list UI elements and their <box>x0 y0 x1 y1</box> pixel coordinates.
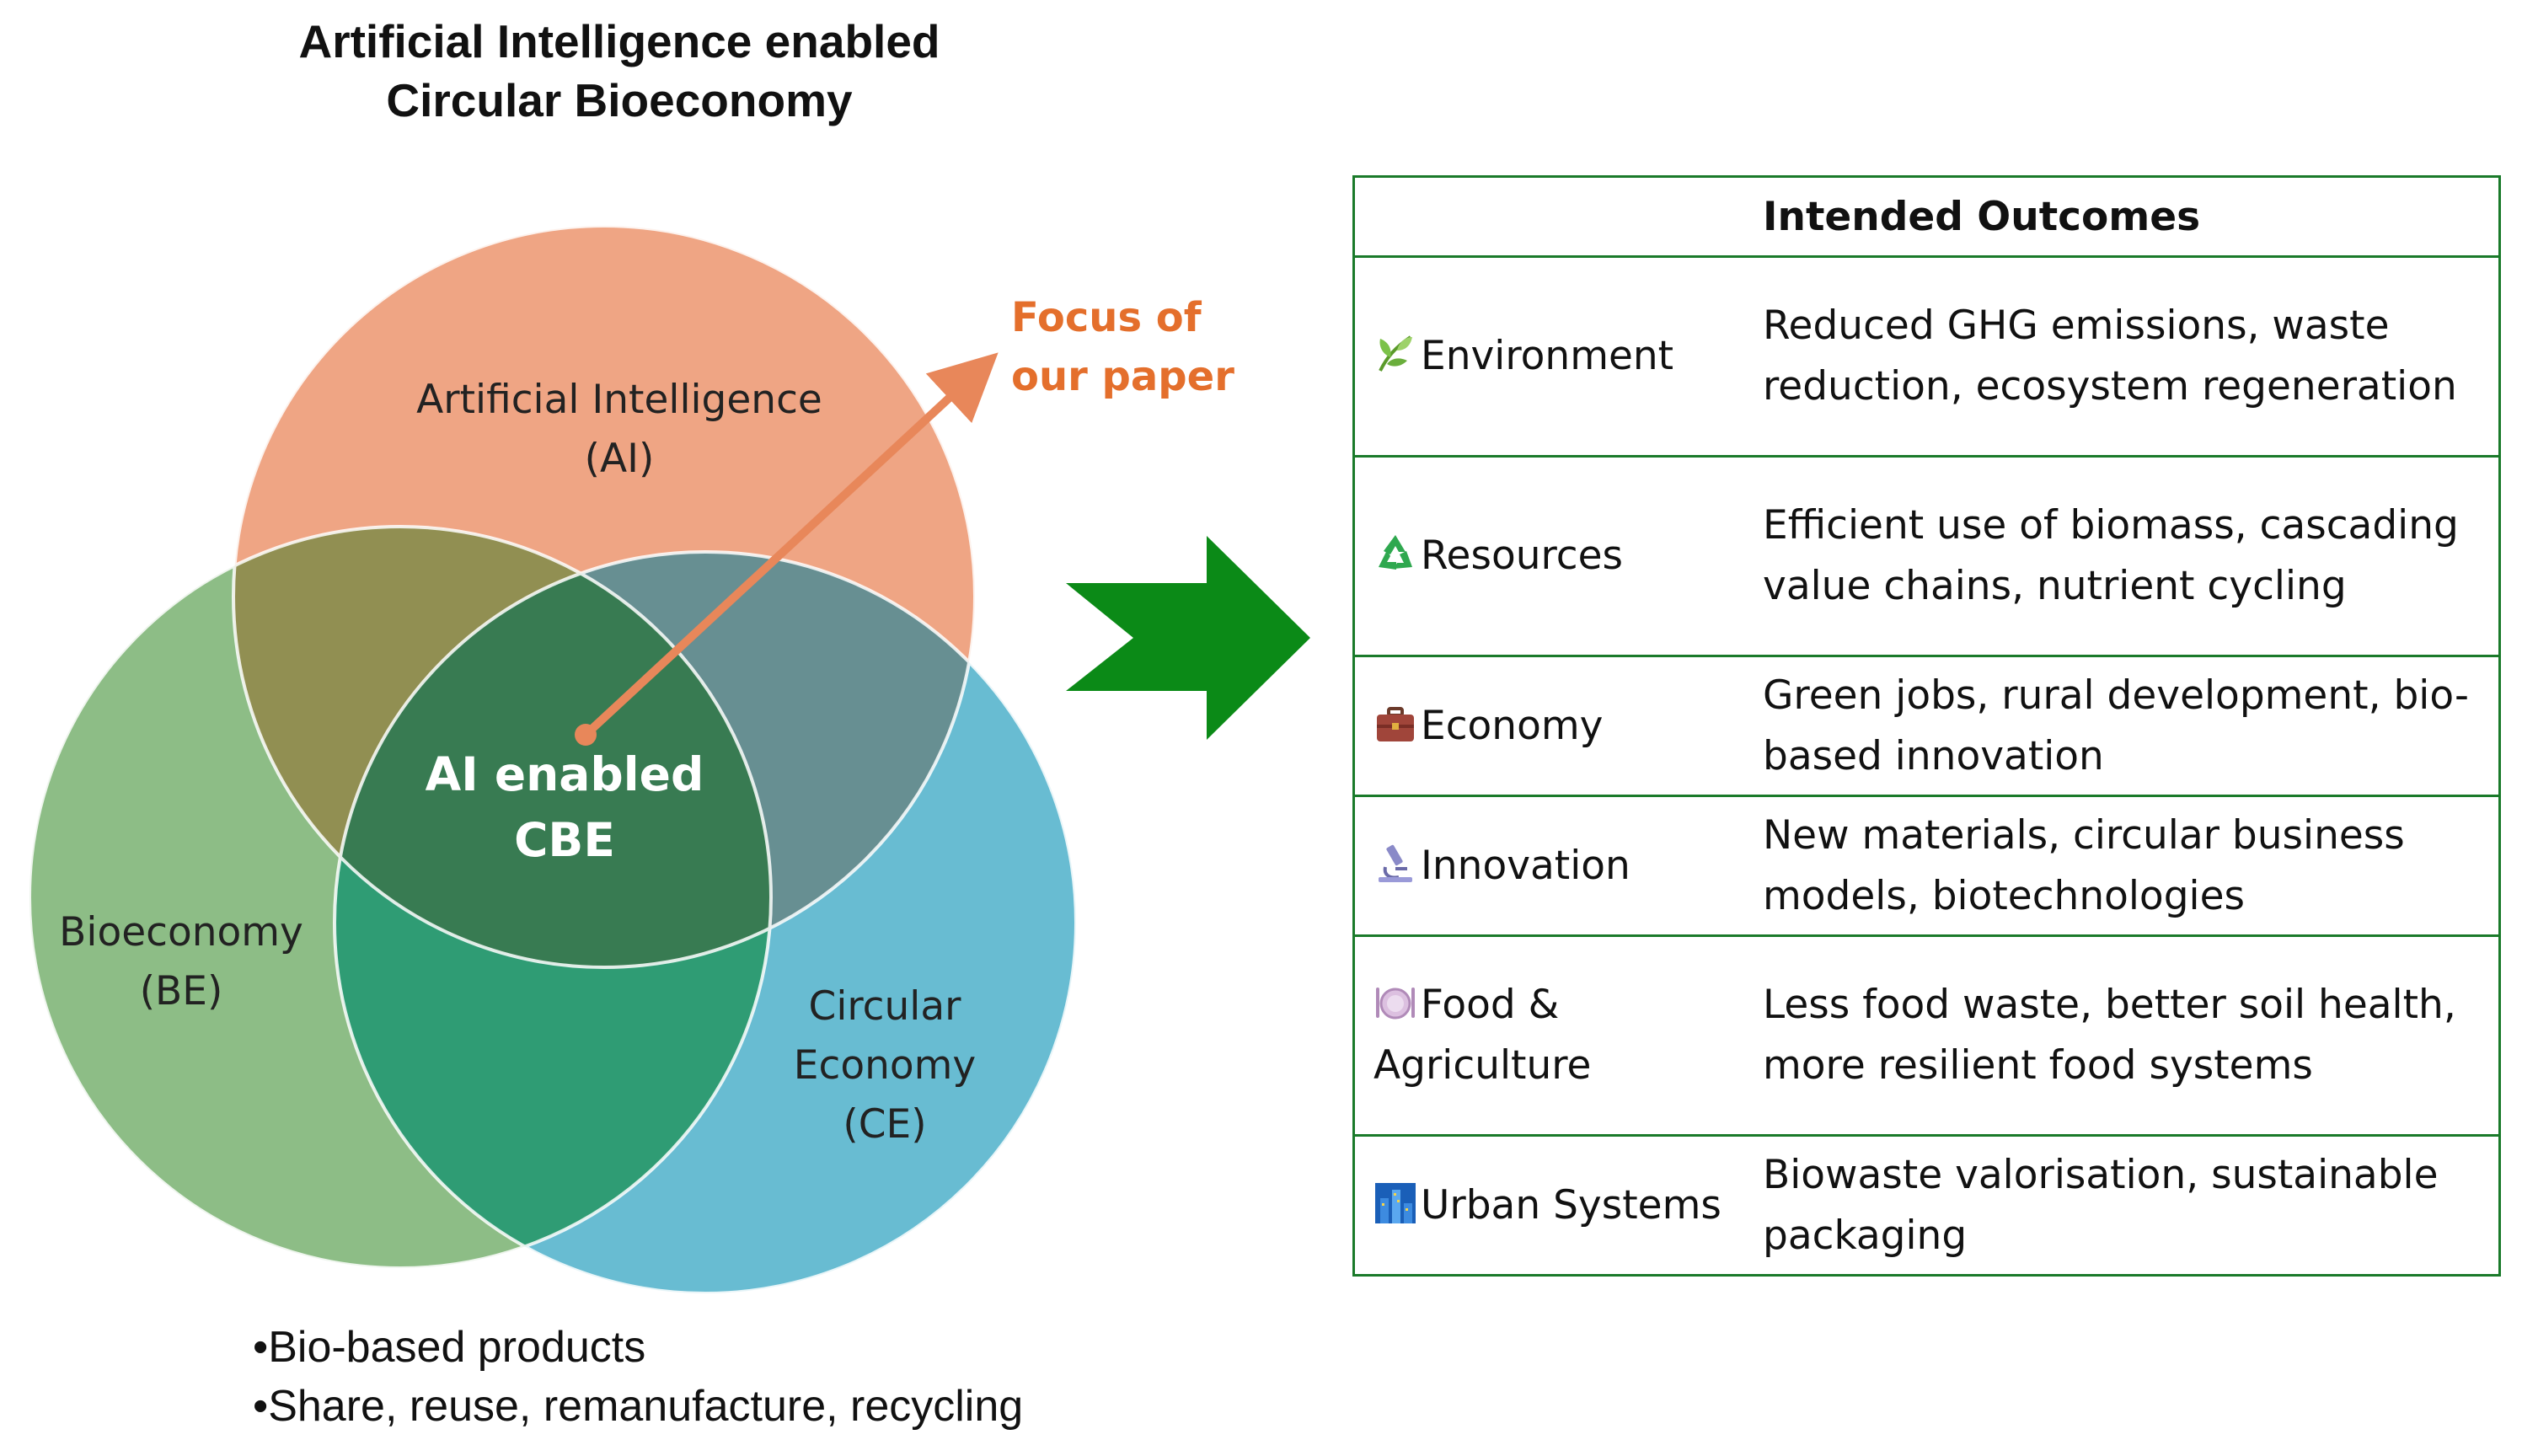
title-line-1: Artificial Intelligence enabled <box>298 15 940 67</box>
row-domain: Environment <box>1421 333 1674 379</box>
row-outcome: New materials, circular business models,… <box>1763 795 2500 937</box>
bullet-list: •Bio-based products •Share, reuse, reman… <box>253 1318 1023 1436</box>
row-domain: Economy <box>1421 702 1604 749</box>
center-overlap <box>335 552 771 967</box>
focus-label: Focus of our paper <box>1011 294 1234 400</box>
diagram-title: Artificial Intelligence enabled Circular… <box>110 12 1129 130</box>
table-header: Intended Outcomes <box>1763 175 2500 258</box>
row-domain: Innovation <box>1421 842 1630 889</box>
ce-label: Circular Economy (CE) <box>793 983 977 1148</box>
row-outcome: Reduced GHG emissions, waste reduction, … <box>1763 255 2500 458</box>
row-domain: Food & Agriculture <box>1373 982 1592 1089</box>
focus-dot <box>575 724 597 746</box>
table-row: Economy Green jobs, rural development, b… <box>1353 655 2500 797</box>
ai-label: Artificial Intelligence (AI) <box>416 377 822 482</box>
bullet-item: •Bio-based products <box>253 1323 646 1372</box>
table-row: Resources Efficient use of biomass, casc… <box>1353 455 2500 657</box>
row-outcome: Green jobs, rural development, bio-based… <box>1763 655 2500 797</box>
circle-outlines <box>28 224 1078 1295</box>
table-row: Urban Systems Biowaste valorisation, sus… <box>1353 1134 2500 1277</box>
row-domain: Urban Systems <box>1421 1181 1721 1228</box>
row-outcome: Biowaste valorisation, sustainable packa… <box>1763 1134 2500 1277</box>
table-row: Innovation New materials, circular busin… <box>1353 795 2500 937</box>
row-domain: Resources <box>1421 533 1624 579</box>
table-row: Food & Agriculture Less food waste, bett… <box>1353 934 2500 1137</box>
recycle-icon <box>1379 535 1412 570</box>
table-header-row: Intended Outcomes <box>1353 175 2500 258</box>
outcomes-table: Intended Outcomes Environment Reduced GH… <box>1352 175 2501 1277</box>
row-outcome: Less food waste, better soil health, mor… <box>1763 934 2500 1137</box>
leaf-icon <box>1379 335 1412 372</box>
center-label: AI enabled CBE <box>425 747 704 867</box>
right-arrow-icon <box>1066 536 1310 740</box>
briefcase-icon <box>1377 706 1414 741</box>
bullet-item: •Share, reuse, remanufacture, recycling <box>253 1382 1024 1431</box>
be-label: Bioeconomy (BE) <box>59 909 303 1014</box>
row-outcome: Efficient use of biomass, cascading valu… <box>1763 455 2500 657</box>
title-line-2: Circular Bioeconomy <box>386 74 853 126</box>
table-row: Environment Reduced GHG emissions, waste… <box>1353 255 2500 458</box>
focus-arrow <box>582 352 999 738</box>
plate-icon <box>1376 988 1415 1020</box>
city-icon <box>1375 1182 1416 1223</box>
microscope-icon <box>1379 844 1412 882</box>
